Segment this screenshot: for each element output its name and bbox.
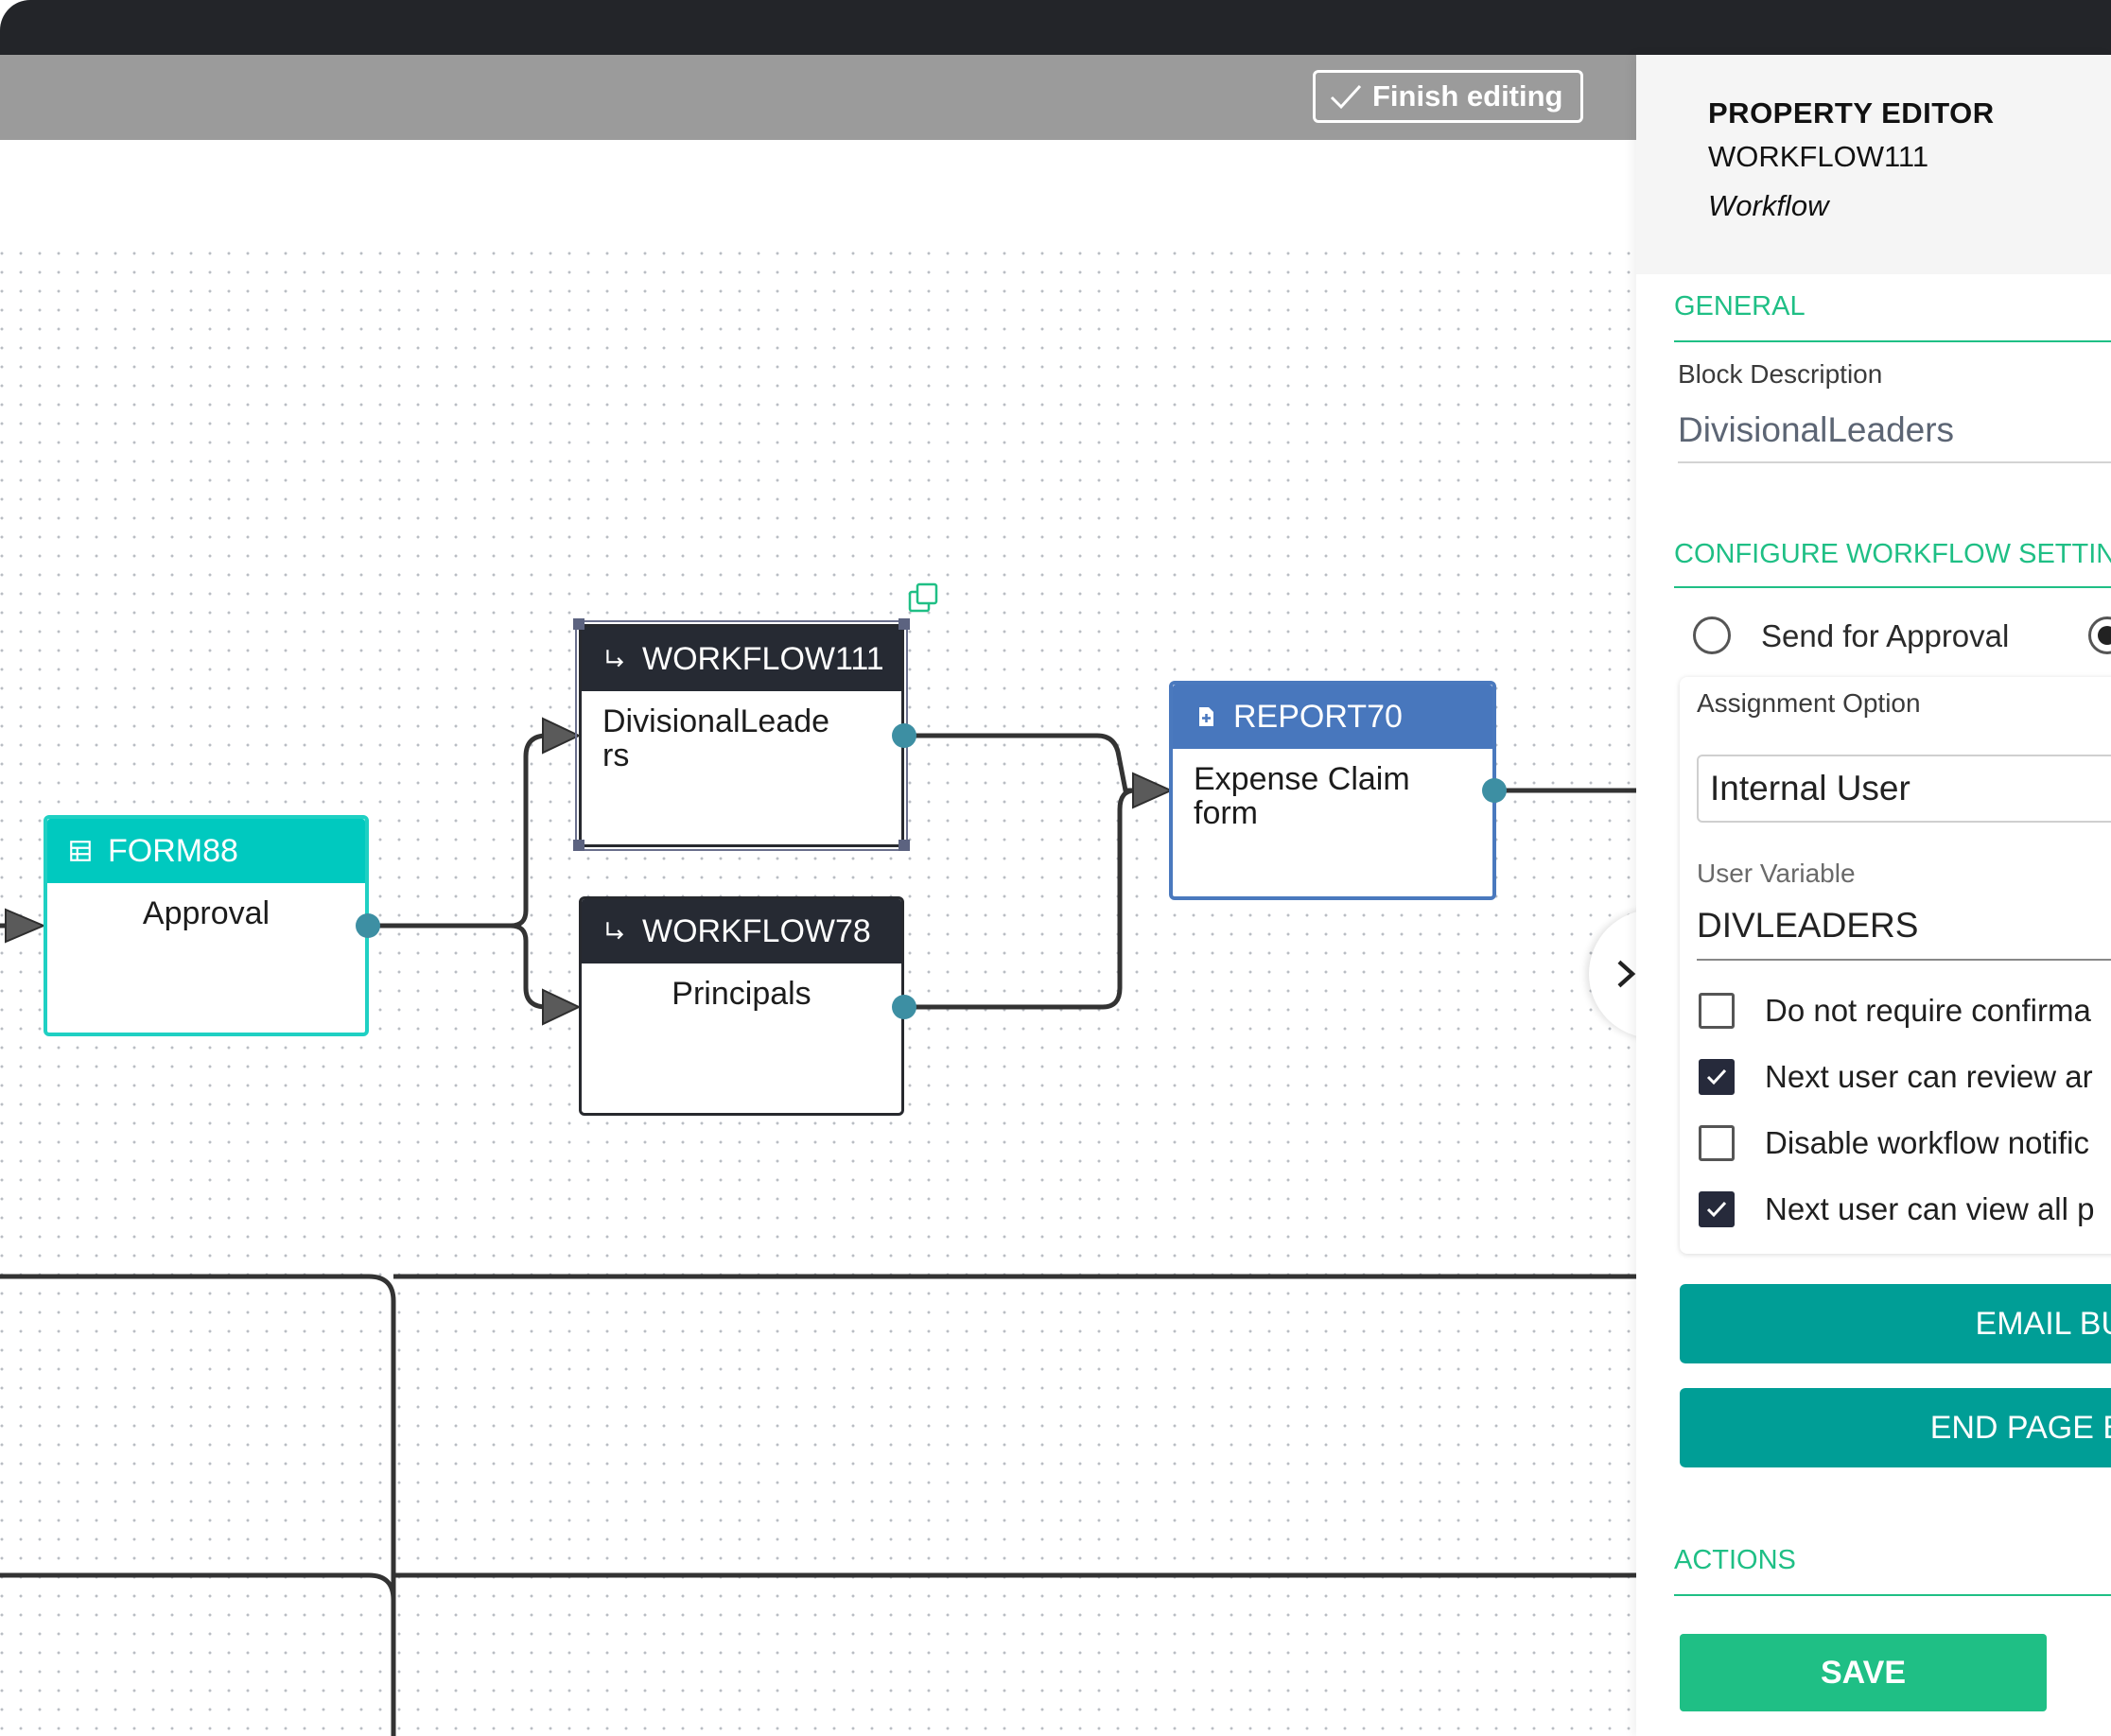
section-configure-heading: CONFIGURE WORKFLOW SETTIN	[1674, 539, 2111, 569]
section-general-divider	[1674, 340, 2111, 342]
form-icon	[66, 837, 95, 865]
node-workflow78-label: Principals	[672, 976, 811, 1012]
user-variable-input[interactable]: DIVLEADERS	[1697, 906, 1919, 945]
section-configure-divider	[1674, 586, 2111, 588]
report70-output-port[interactable]	[1482, 778, 1507, 803]
checkbox-disable-notifications-label: Disable workflow notific	[1765, 1125, 2089, 1160]
checkbox-next-user-view-all-label: Next user can view all p	[1765, 1191, 2095, 1226]
report-icon	[1192, 703, 1220, 731]
node-workflow78-header: WORKFLOW78	[582, 899, 901, 963]
node-form88-label: Approval	[142, 895, 270, 931]
panel-block-name: WORKFLOW111	[1708, 140, 1929, 173]
node-workflow78-id: WORKFLOW78	[642, 912, 871, 949]
block-description-input[interactable]: DivisionalLeaders	[1678, 410, 1955, 449]
email-button-label: EMAIL BU	[1975, 1305, 2111, 1342]
checkmark-icon	[1706, 1201, 1727, 1218]
editor-toolbar	[0, 55, 1636, 140]
section-actions-heading: ACTIONS	[1674, 1545, 1796, 1575]
node-workflow111-label-line1: DivisionalLeade	[602, 703, 830, 739]
checkbox-next-user-view-all[interactable]	[1699, 1191, 1735, 1227]
end-page-button[interactable]: END PAGE E	[1680, 1388, 2111, 1467]
block-description-underline	[1678, 461, 2111, 463]
form88-output-port[interactable]	[356, 913, 380, 938]
finish-editing-button[interactable]: Finish editing	[1313, 70, 1583, 123]
node-report70-header: REPORT70	[1173, 685, 1492, 749]
radio-option-selected[interactable]	[2088, 616, 2111, 654]
section-general-heading: GENERAL	[1674, 291, 1806, 321]
node-workflow78[interactable]: WORKFLOW78 Principals	[579, 896, 904, 1116]
block-description-label: Block Description	[1678, 359, 1883, 389]
checkmark-icon	[1706, 1068, 1727, 1085]
end-page-button-label: END PAGE E	[1929, 1409, 2111, 1446]
checkbox-next-user-review-label: Next user can review ar	[1765, 1059, 2093, 1094]
radio-send-for-approval-label: Send for Approval	[1761, 618, 2010, 653]
workflow111-output-port[interactable]	[892, 723, 916, 748]
property-editor-header: PROPERTY EDITOR WORKFLOW111 Workflow	[1636, 55, 2111, 274]
assignment-option-select[interactable]: Internal User	[1697, 755, 2111, 823]
workflow-arrow-icon	[601, 917, 629, 946]
user-variable-underline	[1697, 959, 2111, 961]
node-form88-header: FORM88	[47, 819, 365, 883]
assignment-option-label: Assignment Option	[1697, 688, 1921, 718]
resize-handle-top-left[interactable]	[573, 618, 584, 630]
user-variable-label: User Variable	[1697, 859, 1856, 888]
window-title-bar	[0, 0, 2111, 55]
node-report70-label-line1: Expense Claim	[1194, 761, 1410, 797]
resize-handle-top-right[interactable]	[898, 618, 910, 630]
canvas-margin	[0, 140, 1636, 244]
checkbox-next-user-review[interactable]	[1699, 1059, 1735, 1095]
workflow78-output-port[interactable]	[892, 995, 916, 1019]
panel-title: PROPERTY EDITOR	[1708, 96, 1995, 130]
resize-handle-bottom-left[interactable]	[573, 840, 584, 851]
node-form88[interactable]: FORM88 Approval	[44, 815, 369, 1036]
node-workflow111-header: WORKFLOW111	[582, 627, 901, 691]
section-actions-divider	[1674, 1594, 2111, 1596]
chevron-right-icon	[1617, 960, 1636, 988]
resize-handle-bottom-right[interactable]	[898, 840, 910, 851]
email-button[interactable]: EMAIL BU	[1680, 1284, 2111, 1363]
checkbox-disable-notifications[interactable]	[1699, 1125, 1735, 1161]
workflow-arrow-icon	[601, 645, 629, 673]
save-button[interactable]: SAVE	[1680, 1634, 2047, 1711]
node-workflow111-label-line2: rs	[602, 738, 630, 773]
assignment-settings-card: Assignment Option Internal User User Var…	[1680, 677, 2111, 1254]
node-report70-label-line2: form	[1194, 795, 1258, 831]
property-editor-panel: PROPERTY EDITOR WORKFLOW111 Workflow GEN…	[1636, 55, 2111, 1736]
checkbox-no-confirmation[interactable]	[1699, 993, 1735, 1029]
checkmark-icon	[1330, 84, 1362, 110]
node-workflow111-id: WORKFLOW111	[642, 640, 884, 677]
node-report70-id: REPORT70	[1233, 698, 1403, 735]
panel-block-type: Workflow	[1708, 189, 1829, 222]
node-form88-id: FORM88	[108, 832, 238, 869]
radio-send-for-approval[interactable]	[1693, 616, 1731, 654]
finish-editing-label: Finish editing	[1372, 79, 1563, 113]
checkbox-no-confirmation-label: Do not require confirma	[1765, 993, 2091, 1028]
